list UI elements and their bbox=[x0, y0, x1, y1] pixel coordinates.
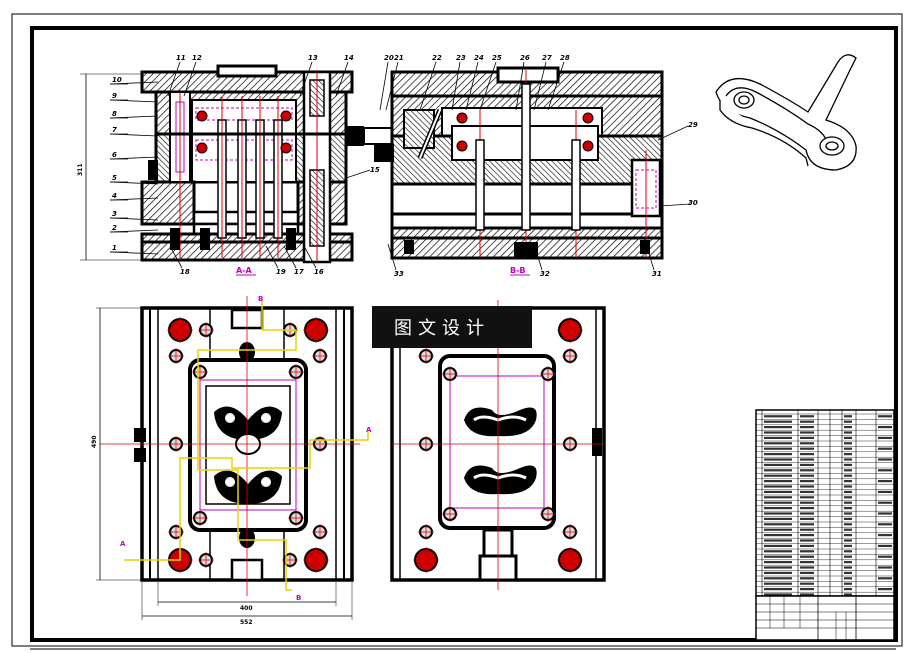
section-b-b-label: B-B bbox=[510, 266, 526, 275]
callout-30: 30 bbox=[688, 199, 698, 207]
callout-18-leader bbox=[169, 245, 183, 269]
callout-33: 33 bbox=[394, 270, 404, 278]
callout-22-leader bbox=[419, 61, 437, 111]
callout-23-leader bbox=[451, 61, 461, 111]
callout-11: 11 bbox=[176, 54, 186, 62]
plan-dimensions: 490 400 552 bbox=[91, 307, 353, 626]
plan-width-outer-text: 552 bbox=[240, 619, 253, 626]
callout-26-leader bbox=[515, 61, 525, 111]
cut-label-b-bottom: B bbox=[296, 594, 301, 602]
callout-22: 22 bbox=[432, 54, 442, 62]
callout-15: 15 bbox=[370, 166, 380, 174]
section-a-a-label: A-A bbox=[236, 266, 253, 275]
callout-21-leader bbox=[385, 61, 399, 111]
callout-12: 12 bbox=[192, 54, 202, 62]
top-callouts-a: 11 12 13 14 bbox=[167, 54, 354, 97]
callout-9: 9 bbox=[112, 92, 117, 100]
callout-17: 17 bbox=[294, 268, 304, 276]
plan-height-text: 490 bbox=[91, 435, 98, 448]
plan-width-inner-text: 400 bbox=[240, 605, 253, 612]
callout-14: 14 bbox=[344, 54, 354, 62]
callout-16-leader bbox=[303, 245, 317, 269]
callout-1: 1 bbox=[112, 244, 117, 252]
callout-18: 18 bbox=[180, 268, 190, 276]
section-a-a-view bbox=[140, 64, 354, 264]
callout-21: 21 bbox=[394, 54, 404, 62]
callout-27-leader bbox=[533, 61, 547, 111]
callout-14-leader bbox=[335, 61, 349, 97]
cut-label-a-right: A bbox=[366, 426, 372, 434]
callout-8: 8 bbox=[112, 110, 117, 118]
callout-24-leader bbox=[465, 61, 479, 111]
section-b-b-view bbox=[346, 66, 664, 260]
height-dimension-text: 311 bbox=[77, 163, 84, 176]
parts-list-table bbox=[755, 409, 895, 597]
callout-16: 16 bbox=[314, 268, 324, 276]
callout-31-leader bbox=[645, 243, 655, 271]
callout-29: 29 bbox=[688, 121, 698, 129]
callout-27: 27 bbox=[542, 54, 552, 62]
callout-25: 25 bbox=[492, 54, 502, 62]
callout-19: 19 bbox=[276, 268, 286, 276]
side-callouts: 15 29 30 bbox=[345, 121, 698, 207]
callout-20-leader bbox=[379, 61, 389, 111]
callout-2: 2 bbox=[112, 224, 117, 232]
left-callouts: 10 9 8 7 6 5 4 3 2 1 bbox=[109, 76, 159, 255]
callout-24: 24 bbox=[474, 54, 484, 62]
section-cut-lines: A A B B bbox=[120, 295, 372, 602]
callout-11-leader bbox=[167, 61, 181, 97]
callout-20: 20 bbox=[384, 54, 394, 62]
callout-5: 5 bbox=[112, 174, 117, 182]
outer-frame bbox=[11, 13, 903, 647]
callout-23: 23 bbox=[456, 54, 466, 62]
callout-17-leader bbox=[283, 245, 297, 269]
callout-32-leader bbox=[533, 243, 543, 271]
callout-13: 13 bbox=[308, 54, 318, 62]
cut-label-a-left: A bbox=[120, 540, 126, 548]
watermark-text: 图文设计 bbox=[394, 318, 490, 339]
title-block bbox=[755, 595, 895, 641]
callout-12-leader bbox=[183, 61, 197, 97]
callout-4: 4 bbox=[112, 192, 117, 200]
callout-7: 7 bbox=[112, 126, 117, 134]
callout-13-leader bbox=[299, 61, 313, 97]
bottom-callouts: 18 19 17 16 33 32 31 bbox=[169, 243, 662, 278]
callout-26: 26 bbox=[520, 54, 530, 62]
watermark-badge: 图文设计 bbox=[372, 306, 532, 348]
callout-10: 10 bbox=[112, 76, 122, 84]
cut-label-b-top: B bbox=[258, 295, 263, 303]
callout-25-leader bbox=[479, 61, 497, 111]
callout-28: 28 bbox=[560, 54, 570, 62]
height-dimension: 311 bbox=[77, 73, 142, 261]
callout-33-leader bbox=[387, 243, 397, 271]
callout-3: 3 bbox=[112, 210, 117, 218]
callout-28-leader bbox=[547, 61, 565, 111]
callout-6: 6 bbox=[112, 151, 117, 159]
callout-31: 31 bbox=[652, 270, 662, 278]
part-isometric-icon bbox=[715, 54, 857, 171]
callout-32: 32 bbox=[540, 270, 550, 278]
callout-19-leader bbox=[265, 245, 279, 269]
inner-frame bbox=[30, 26, 898, 642]
